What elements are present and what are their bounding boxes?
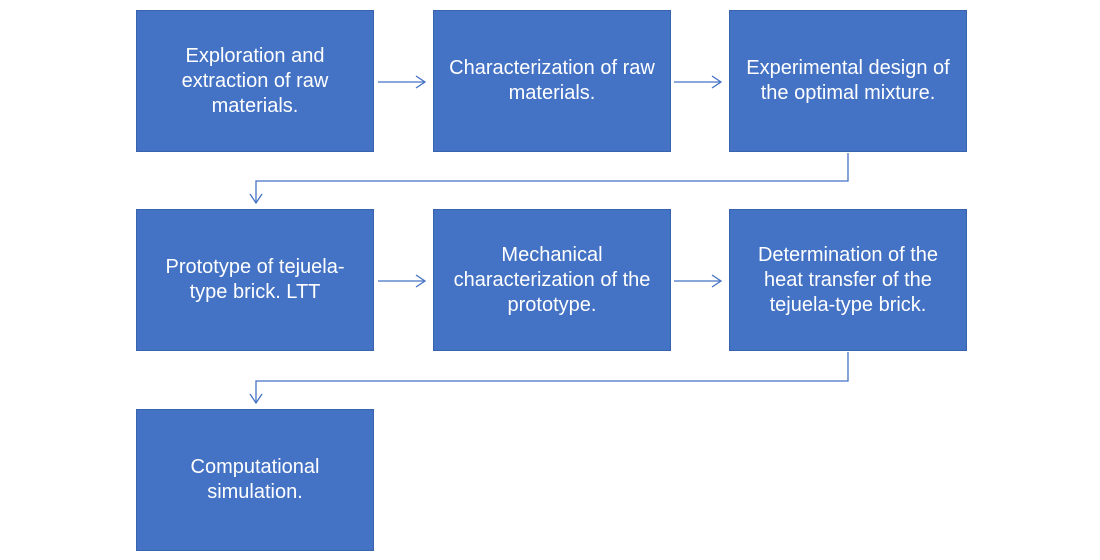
- node-simulation-label: Computational simulation.: [190, 456, 320, 503]
- node-mechanical: Mechanical characterization of the proto…: [433, 209, 671, 351]
- node-prototype-label: Prototype of tejuela-type brick. LTT: [165, 256, 345, 303]
- arrow-heat-transfer-to-simulation: [255, 352, 849, 402]
- arrowhead-prototype-to-mechanical: [415, 274, 427, 288]
- node-heat-transfer: Determination of the heat transfer of th…: [729, 209, 967, 351]
- node-characterization-label: Characterization of raw materials.: [449, 57, 655, 104]
- node-experimental-design: Experimental design of the optimal mixtu…: [729, 10, 967, 152]
- node-exploration-label: Exploration and extraction of raw materi…: [181, 44, 329, 117]
- node-characterization: Characterization of raw materials.: [433, 10, 671, 152]
- arrowhead-exploration-to-characterization: [415, 75, 427, 89]
- arrowhead-heat-transfer-to-simulation: [249, 393, 263, 405]
- arrow-experimental-design-to-prototype: [255, 153, 849, 202]
- arrowhead-characterization-to-experimental-design: [711, 75, 723, 89]
- node-heat-transfer-label: Determination of the heat transfer of th…: [757, 243, 939, 316]
- arrowhead-experimental-design-to-prototype: [249, 193, 263, 205]
- arrowhead-mechanical-to-heat-transfer: [711, 274, 723, 288]
- node-exploration: Exploration and extraction of raw materi…: [136, 10, 374, 152]
- node-mechanical-label: Mechanical characterization of the proto…: [453, 243, 651, 316]
- node-experimental-design-label: Experimental design of the optimal mixtu…: [746, 57, 950, 104]
- node-prototype: Prototype of tejuela-type brick. LTT: [136, 209, 374, 351]
- node-simulation: Computational simulation.: [136, 409, 374, 551]
